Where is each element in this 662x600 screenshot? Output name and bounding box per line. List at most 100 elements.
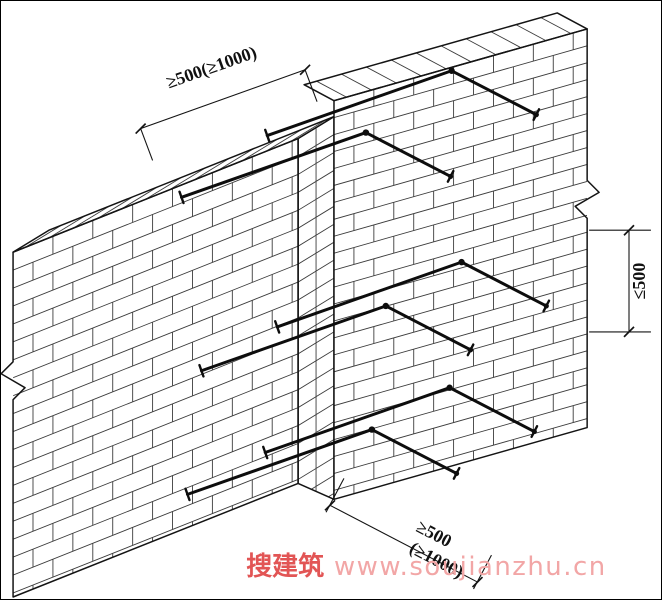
bar-hook (178, 190, 185, 205)
brick-joint (265, 129, 302, 152)
brick-course (13, 191, 299, 307)
brick-course (13, 317, 299, 432)
brick-course (333, 384, 588, 457)
brick-course (13, 281, 299, 397)
brick-course (13, 353, 299, 468)
brick-course (333, 96, 588, 169)
brick-course (333, 130, 588, 203)
dim-extension-line (140, 128, 154, 161)
brick-joint (416, 52, 447, 70)
brick-course (333, 197, 588, 271)
bar-bend-dot (458, 258, 465, 266)
brick-joint (515, 24, 547, 41)
brick-joint (48, 215, 86, 239)
dim-protrude-line (329, 504, 478, 583)
dimension-lines (135, 64, 651, 590)
brick-joint (540, 17, 572, 34)
brick-course (13, 461, 299, 576)
dim-tick (135, 122, 147, 135)
brick-course (333, 180, 588, 254)
brick-course (333, 265, 588, 339)
brick-course (333, 333, 588, 407)
brick-joint (316, 80, 347, 98)
brick-joint (24, 225, 62, 248)
brick-course (333, 45, 588, 119)
bar-hook (184, 487, 191, 502)
brick-course (333, 214, 588, 288)
brick-joint (217, 148, 254, 172)
brick-course (13, 263, 299, 379)
bar-hook (262, 445, 269, 460)
brick-region (316, 17, 572, 98)
brick-course (13, 245, 299, 361)
brick-course (333, 282, 588, 356)
brick-course (13, 209, 299, 325)
bar-end-dot (531, 428, 537, 435)
brick-joint (121, 186, 158, 210)
brick-course (333, 164, 588, 237)
brick-joint (169, 167, 206, 191)
watermark-url: www.soujianzhu.cn (334, 552, 607, 582)
brick-course (333, 62, 588, 135)
brick-course (13, 478, 299, 594)
brick-course (13, 227, 299, 343)
brick-course (333, 418, 588, 491)
left-wall-top-face (13, 116, 334, 253)
bar-end-dot (533, 112, 539, 118)
brick-course (333, 113, 588, 186)
bar-hook (274, 320, 281, 334)
dim-embed-length-label: ≥500(≥1000) (164, 42, 260, 93)
dim-extension-line (473, 554, 492, 590)
brick-course (333, 299, 588, 373)
brick-course (333, 367, 588, 440)
brick-course (13, 389, 299, 504)
brick-course (333, 401, 588, 474)
left-wall-face (13, 138, 299, 598)
brick-joint (440, 45, 472, 63)
brick-joint (73, 205, 110, 229)
bar-hook (198, 363, 205, 378)
brick-course (333, 147, 588, 220)
brick-course (333, 316, 588, 390)
brick-course (298, 511, 334, 533)
brick-course (13, 156, 299, 271)
bar-hook (264, 128, 271, 143)
brick-joint (289, 119, 326, 143)
right-wall-outline (333, 28, 600, 501)
dim-extension-line (325, 478, 345, 513)
brick-course (13, 299, 299, 415)
brick-joint (490, 31, 522, 49)
brick-course (13, 425, 299, 540)
bar-end-dot (453, 470, 460, 477)
dim-embed-line (140, 69, 306, 130)
brick-joint (241, 138, 278, 162)
dim-extension-line (304, 69, 318, 102)
right-wall-top-face (304, 12, 588, 101)
brick-joint (465, 38, 497, 56)
bar-bend-dot (448, 67, 455, 74)
brick-course (13, 407, 299, 522)
brick-region (24, 119, 326, 248)
brick-joint (366, 66, 397, 84)
bar-bend-dot (382, 302, 390, 310)
left-wall-outline (1, 137, 299, 598)
brick-walls (1, 12, 600, 598)
brick-joint (391, 59, 422, 77)
dim-spacing-label: ≤500 (629, 263, 649, 300)
brick-joint (145, 177, 182, 200)
bar-bend-dot (446, 384, 453, 391)
bar-end-dot (448, 173, 454, 180)
watermark-brand: 搜建筑 (246, 551, 324, 582)
brick-course (13, 443, 299, 558)
brick-course (298, 529, 334, 551)
brick-course (333, 350, 588, 424)
brick-joint (341, 73, 372, 91)
bar-end-dot (543, 303, 549, 309)
bar-bend-dot (362, 129, 370, 136)
bar-end-dot (467, 347, 474, 353)
brick-course (13, 174, 299, 289)
brick-joint (193, 157, 230, 181)
brick-joint (97, 196, 134, 219)
